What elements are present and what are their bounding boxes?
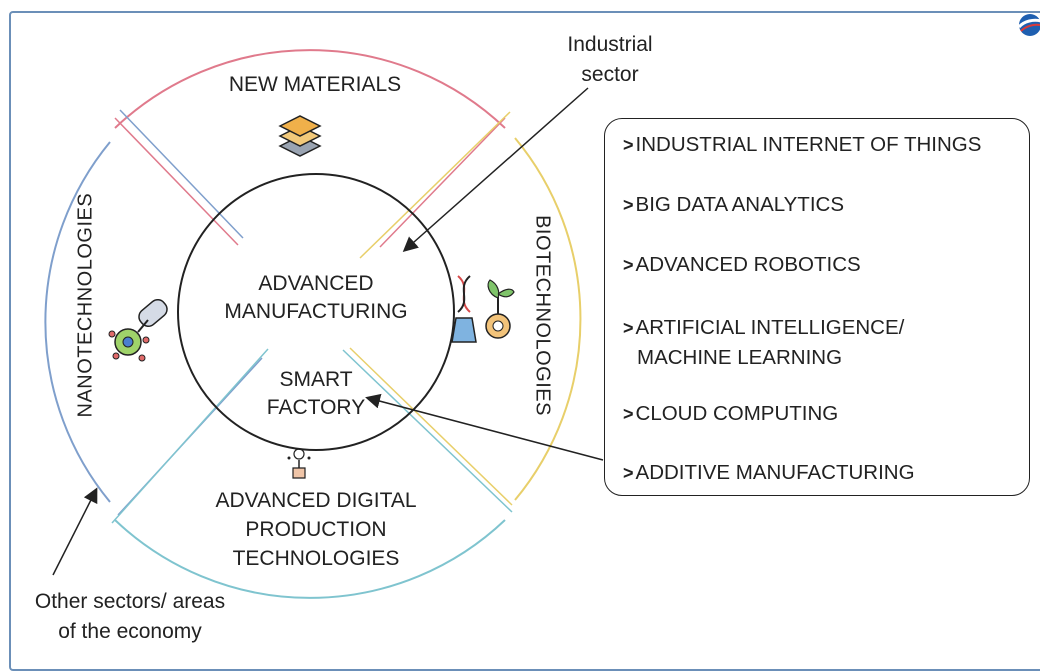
nanotechnologies-label: NANOTECHNOLOGIES (74, 192, 97, 418)
smart-factory-arrow (365, 393, 604, 461)
tech-item-label: ADDITIVE MANUFACTURING (635, 461, 915, 484)
industrial-sector-annotation: Industrial sector (540, 30, 680, 90)
tech-item-cloud: >CLOUD COMPUTING (623, 401, 838, 427)
biotechnologies-label: BIOTECHNOLOGIES (531, 215, 554, 416)
tech-marker: > (623, 255, 634, 275)
tech-item-label: INDUSTRIAL INTERNET OF THINGS (635, 133, 982, 156)
layers-icon (278, 115, 322, 157)
other-line1: Other sectors/ areas (34, 590, 226, 613)
industrial-line1: Industrial (567, 33, 653, 56)
top-sector-arc (114, 49, 506, 129)
tech-item-label-line2: MACHINE LEARNING (637, 346, 843, 369)
top-sector-edges (114, 117, 506, 248)
right-sector-edges (349, 111, 513, 506)
touch-tech-icon (287, 448, 311, 479)
bottom-sector-line3: TECHNOLOGIES (232, 547, 400, 570)
technologies-box: >INDUSTRIAL INTERNET OF THINGS >BIG DATA… (604, 118, 1030, 496)
new-materials-label: NEW MATERIALS (228, 73, 402, 96)
advanced-manufacturing-circle (177, 173, 455, 451)
other-sectors-annotation: Other sectors/ areas of the economy (10, 587, 250, 647)
smart-factory-line2: FACTORY (266, 396, 366, 419)
left-sector-arc (44, 141, 111, 503)
tech-marker: > (623, 135, 634, 155)
smart-factory-line1: SMART (279, 368, 353, 391)
brand-logo-icon (1017, 14, 1040, 36)
nanobot-icon (108, 298, 168, 362)
other-sectors-arrow (52, 487, 98, 576)
tech-item-additive: >ADDITIVE MANUFACTURING (623, 460, 915, 486)
bottom-sector-edges (111, 348, 513, 524)
tech-marker: > (623, 318, 634, 338)
bottom-sector-label: ADVANCED DIGITAL PRODUCTION TECHNOLOGIES (186, 486, 446, 573)
tech-item-label: CLOUD COMPUTING (635, 402, 839, 425)
smart-factory-label: SMART FACTORY (256, 366, 376, 422)
tech-item-label: ARTIFICIAL INTELLIGENCE/ (635, 316, 905, 339)
tech-item-big-data: >BIG DATA ANALYTICS (623, 192, 844, 218)
tech-item-robotics: >ADVANCED ROBOTICS (623, 252, 861, 278)
industrial-sector-arrow (402, 87, 589, 252)
industrial-line2: sector (581, 63, 639, 86)
advanced-manufacturing-label: ADVANCED MANUFACTURING (206, 270, 426, 326)
tech-item-label: BIG DATA ANALYTICS (635, 193, 844, 216)
dna-plant-gear-icon (451, 275, 515, 343)
bottom-sector-line2: PRODUCTION (245, 518, 387, 541)
tech-marker: > (623, 463, 634, 483)
bottom-sector-arc (114, 519, 506, 599)
bottom-sector-line1: ADVANCED DIGITAL (215, 489, 417, 512)
tech-item-label: ADVANCED ROBOTICS (635, 253, 861, 276)
other-line2: of the economy (58, 620, 202, 643)
diagram-canvas (44, 49, 604, 599)
right-sector-arc (514, 137, 582, 501)
tech-marker: > (623, 195, 634, 215)
center-line1: ADVANCED (258, 272, 374, 295)
tech-marker: > (623, 404, 634, 424)
tech-item-iiot: >INDUSTRIAL INTERNET OF THINGS (623, 132, 981, 158)
center-line2: MANUFACTURING (224, 300, 408, 323)
tech-item-ai-ml: >ARTIFICIAL INTELLIGENCE/ MACHINE LEARNI… (623, 313, 904, 373)
